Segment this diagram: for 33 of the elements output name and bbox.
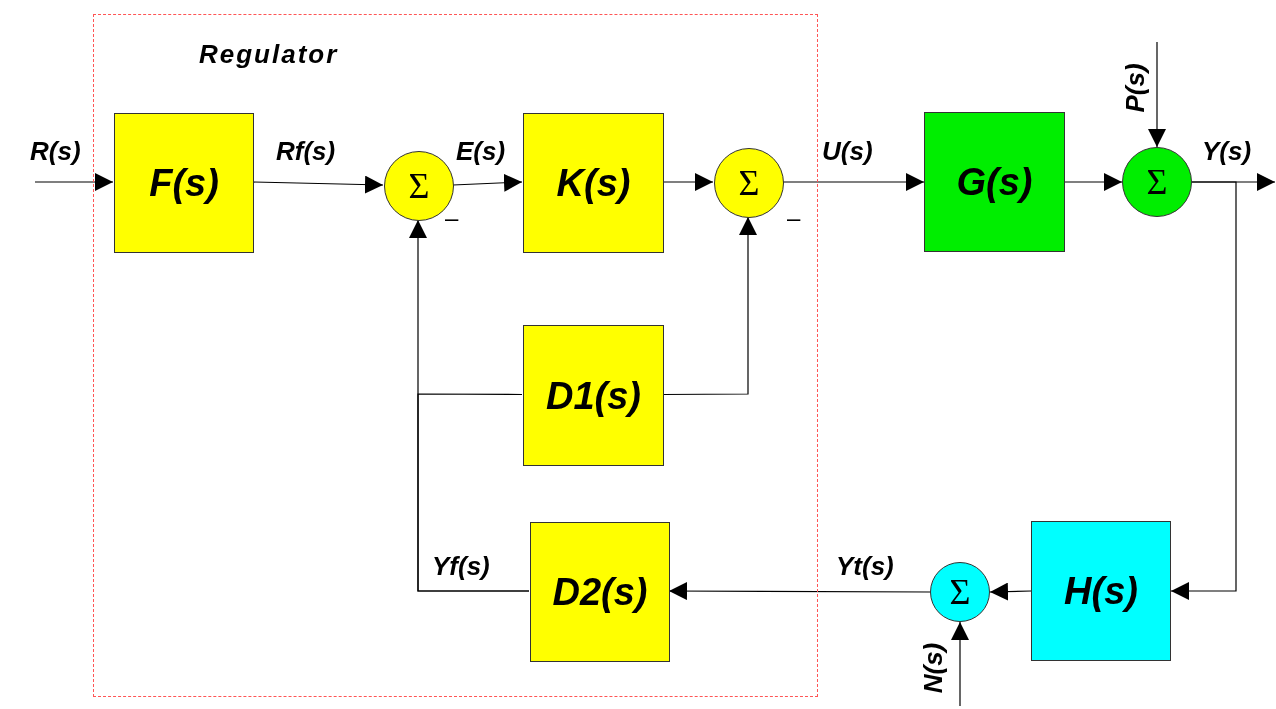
signal-label: R(s) [30,138,81,164]
summing-junction: Σ [1122,147,1192,217]
signal-arrow [452,173,523,192]
signal-arrow [1064,173,1123,191]
signal-arrow [252,175,384,194]
signal-label: E(s) [456,138,506,164]
signal-label: N(s) [920,642,946,694]
summing-junction: Σ [930,562,990,622]
signal-label: Yt(s) [836,553,894,579]
signal-label: U(s) [822,138,873,164]
signal-arrow [951,621,969,707]
signal-arrow [662,216,757,396]
transfer-block: D1(s) [523,325,664,466]
signal-arrow [782,173,925,191]
transfer-block: G(s) [924,112,1065,252]
signal-arrow [1148,41,1166,148]
signal-arrow [662,173,714,191]
minus-sign: – [787,206,801,230]
signal-label: Rf(s) [276,138,336,164]
group-title: Regulator [199,41,339,67]
signal-arrow [989,582,1032,601]
transfer-block: K(s) [523,113,664,253]
transfer-block: F(s) [114,113,254,253]
signal-arrow [668,582,931,601]
signal-label: Y(s) [1202,138,1252,164]
signal-label: Yf(s) [432,553,490,579]
signal-arrow [1170,181,1237,600]
transfer-block: H(s) [1031,521,1171,661]
transfer-block: D2(s) [530,522,670,662]
signal-label: P(s) [1122,63,1148,113]
signal-arrow [34,173,114,191]
regulator-boundary [93,14,818,697]
summing-junction: Σ [714,148,784,218]
